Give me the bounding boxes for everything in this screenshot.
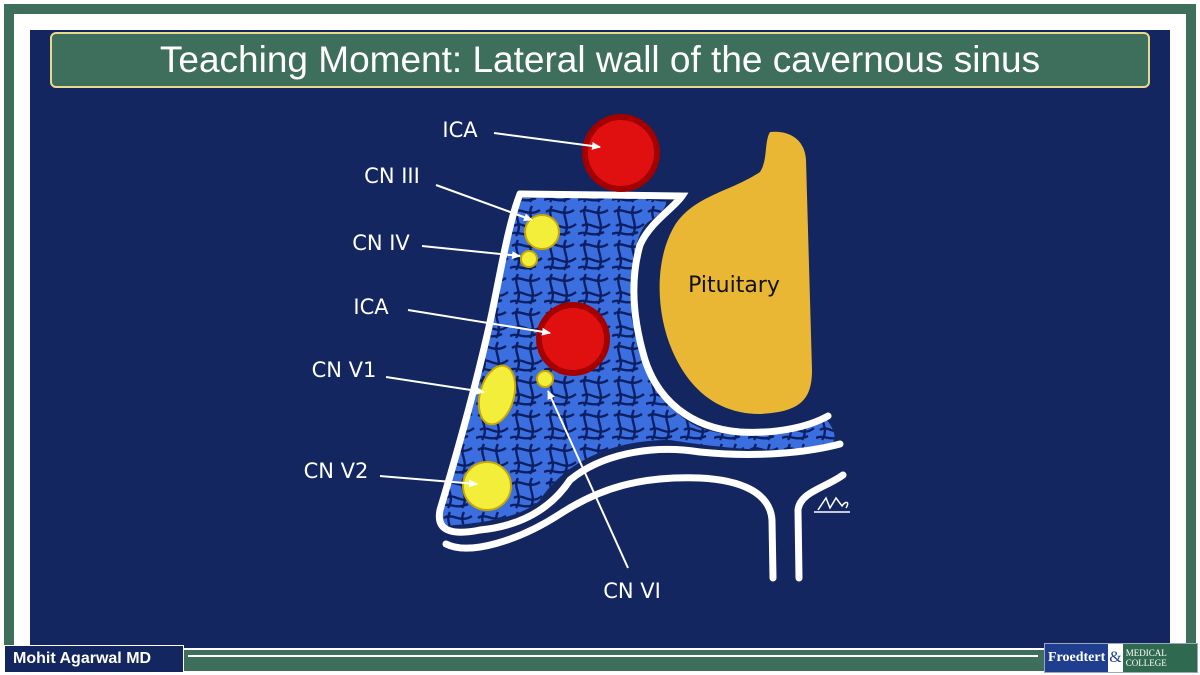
title-bar: Teaching Moment: Lateral wall of the cav… — [50, 32, 1150, 88]
ica-mid-arrow — [407, 309, 551, 336]
institution-logo: Froedtert & MEDICAL COLLEGE — [1044, 643, 1198, 673]
cn3-label: CN III — [364, 164, 420, 188]
cn6-arrow — [547, 390, 629, 569]
cn-v2-arrow — [379, 475, 478, 488]
pituitary-gland — [659, 131, 812, 414]
cn4-label: CN IV — [352, 231, 410, 255]
sinus-outline-lateral — [435, 190, 844, 536]
cn-v2-nerve — [462, 461, 512, 511]
sinus-outline-upper — [516, 190, 832, 436]
pituitary-label: Pituitary — [688, 273, 780, 298]
cn-v1-label: CN V1 — [312, 358, 377, 382]
cn3-arrow — [435, 184, 533, 222]
cn4-nerve — [520, 250, 538, 268]
ica-top-vessel — [582, 114, 660, 192]
ica-mid-label: ICA — [353, 295, 389, 319]
cn4-arrow — [421, 245, 521, 260]
ica-cavernous-vessel — [536, 302, 610, 376]
footer-stripe — [188, 655, 1038, 669]
author-name: Mohit Agarwal MD — [13, 650, 152, 667]
author-badge: Mohit Agarwal MD — [4, 645, 184, 673]
artist-signature — [814, 496, 850, 513]
cn6-nerve — [536, 370, 554, 388]
lower-canal-outline — [442, 474, 777, 582]
cn6-label: CN VI — [603, 579, 661, 603]
cn-v1-arrow — [385, 376, 485, 395]
logo-college: COLLEGE — [1125, 658, 1167, 668]
lower-right-wall — [794, 471, 847, 582]
ica-top-label: ICA — [442, 118, 478, 142]
logo-medical: MEDICAL — [1125, 648, 1167, 658]
cn-v2-label: CN V2 — [304, 459, 369, 483]
slide-title: Teaching Moment: Lateral wall of the cav… — [159, 39, 1041, 80]
logo-medical-college: MEDICAL COLLEGE — [1122, 644, 1197, 672]
cn3-nerve — [524, 214, 560, 250]
logo-froedtert: Froedtert — [1045, 644, 1109, 672]
ica-top-arrow — [493, 132, 601, 150]
logo-ampersand: & — [1109, 649, 1122, 666]
